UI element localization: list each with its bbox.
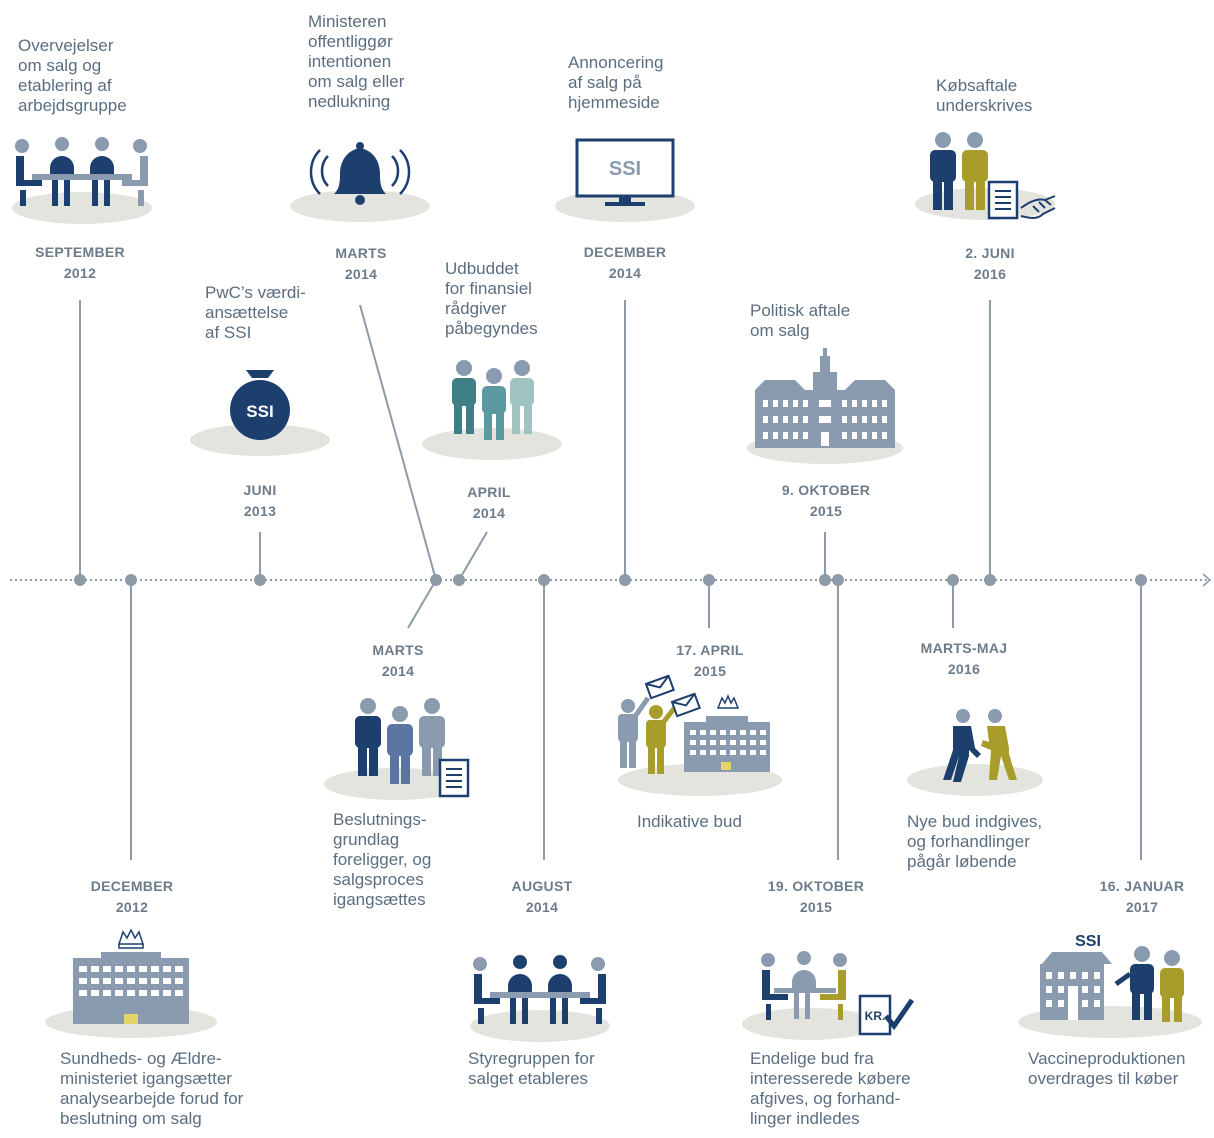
dot-e11 (703, 574, 715, 586)
event-date-e14: 16. JANUAR 2017 (1099, 878, 1185, 915)
event-text-e8: Sundheds- og Ældre- ministeriet igangsæt… (60, 1049, 244, 1128)
dot-e3 (430, 574, 442, 586)
event-text-e6: Politisk aftale om salg (750, 301, 851, 340)
event-text-e4: Udbuddet for finansiel rådgiver påbegynd… (445, 259, 538, 338)
parliament-building-icon (747, 348, 903, 464)
dot-e4 (453, 574, 465, 586)
dot-e8 (125, 574, 137, 586)
meeting-table-icon (470, 955, 610, 1042)
envelope-icon (644, 674, 675, 700)
money-bag-icon: SSI (190, 370, 330, 456)
event-date-e2: JUNI 2013 (243, 482, 277, 519)
meeting-table-icon (12, 137, 152, 224)
dot-e7 (984, 574, 996, 586)
people-document-icon (324, 698, 470, 800)
contract-handshake-icon (915, 132, 1056, 220)
event-text-e11: Indikative bud (637, 812, 742, 831)
connector-e4 (458, 531, 488, 581)
event-text-e5: Annoncering af salg på hjemmeside (568, 53, 664, 112)
event-date-e13: MARTS-MAJ 2016 (920, 640, 1008, 677)
event-text-e10: Styregruppen for salget etableres (468, 1049, 595, 1088)
event-date-e7: 2. JUNI 2016 (965, 245, 1015, 282)
event-date-e9: MARTS 2014 (372, 642, 424, 679)
three-people-icon (422, 360, 562, 460)
monitor-label: SSI (609, 158, 641, 180)
dot-e6 (819, 574, 831, 586)
meeting-kr-check-icon: KR. (742, 951, 915, 1040)
event-date-e11: 17. APRIL 2015 (676, 642, 744, 679)
dot-e13 (947, 574, 959, 586)
event-date-e5: DECEMBER 2014 (583, 244, 667, 281)
dot-e1 (74, 574, 86, 586)
dot-e12 (832, 574, 844, 586)
event-text-e13: Nye bud indgives, og forhandlinger pågår… (907, 812, 1043, 871)
dot-e5 (619, 574, 631, 586)
event-date-e1: SEPTEMBER 2012 (35, 244, 125, 281)
handover-people-icon (907, 709, 1043, 796)
event-text-e3: Ministeren offentliggør intentionen om s… (308, 12, 405, 111)
event-date-e12: 19. OKTOBER 2015 (767, 878, 865, 915)
checkmark-icon (884, 998, 915, 1031)
monitor-icon: SSI (555, 138, 695, 222)
dot-e14 (1135, 574, 1147, 586)
event-date-e3: MARTS 2014 (335, 245, 387, 282)
connector-e3 (359, 304, 437, 581)
event-text-e2: PwC’s værdi- ansættelse af SSI (205, 283, 306, 342)
event-date-e6: 9. OKTOBER 2015 (781, 482, 871, 519)
event-date-e10: AUGUST 2014 (511, 878, 573, 915)
crown-icon (117, 928, 145, 949)
event-text-e12: Endelige bud fra interesserede købere af… (750, 1049, 911, 1128)
kr-label: KR. (865, 1009, 886, 1023)
building-label: SSI (1075, 933, 1101, 950)
event-text-e14: Vaccineproduktionen overdrages til køber (1028, 1049, 1186, 1088)
envelope-icon (670, 692, 701, 718)
event-text-e9: Beslutnings- grundlag foreligger, og sal… (333, 810, 432, 909)
event-text-e1: Overvejelser om salg og etablering af ar… (18, 36, 127, 115)
connector-lines (79, 300, 1142, 860)
bag-label: SSI (246, 402, 273, 421)
connector-e9 (407, 579, 437, 629)
dot-e2 (254, 574, 266, 586)
ssi-building-people-icon: SSI (1018, 933, 1202, 1038)
event-text-e7: Købsaftale underskrives (936, 76, 1033, 115)
event-date-e8: DECEMBER 2012 (90, 878, 174, 915)
event-date-e4: APRIL 2014 (467, 484, 511, 521)
bids-envelopes-icon (618, 674, 782, 796)
timeline-arrow-icon (1202, 573, 1212, 587)
dot-e10 (538, 574, 550, 586)
bell-icon (290, 142, 430, 222)
timeline-dots (74, 574, 1147, 586)
ministry-building-icon (45, 928, 217, 1038)
